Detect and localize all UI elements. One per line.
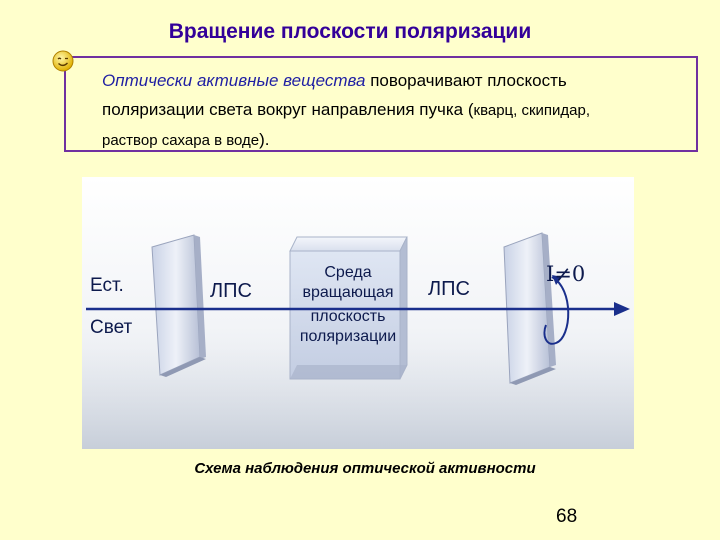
- smiley-icon: [52, 50, 74, 72]
- examples-part2: раствор сахара в воде: [102, 132, 260, 149]
- page-number: 68: [556, 506, 578, 527]
- label-lps-left: ЛПС: [210, 280, 252, 302]
- examples-part1: кварц, скипидар,: [473, 102, 591, 119]
- label-medium-line2: вращающая: [302, 284, 393, 301]
- definition-line2: поляризации света вокруг направления пуч…: [102, 100, 474, 119]
- figure-caption: Схема наблюдения оптической активности: [194, 460, 536, 477]
- definition-box: Оптически активные вещества поворачивают…: [64, 56, 698, 152]
- label-intensity: I≠0: [546, 262, 585, 286]
- beam-arrowhead: [614, 302, 630, 316]
- label-medium-line1: Среда: [324, 264, 371, 281]
- label-lps-right: ЛПС: [428, 278, 470, 300]
- label-natural-light-2: Свет: [90, 317, 133, 338]
- label-medium-line4: поляризации: [300, 328, 396, 345]
- term-highlight: Оптически активные вещества: [102, 71, 366, 90]
- slide-title: Вращение плоскости поляризации: [168, 20, 532, 43]
- rotation-arrow-icon: [543, 275, 570, 345]
- definition-end: ).: [259, 130, 270, 149]
- label-natural-light-1: Ест.: [90, 275, 124, 296]
- label-medium-line3: плоскость: [311, 308, 386, 325]
- polarizer-plate-left: [151, 234, 206, 377]
- definition-text: Оптически активные вещества поворачивают…: [102, 66, 692, 155]
- optical-activity-diagram: Ест. Свет ЛПС ЛПС Среда вращающая плоско…: [82, 177, 634, 449]
- definition-line1: поворачивают плоскость: [365, 71, 567, 90]
